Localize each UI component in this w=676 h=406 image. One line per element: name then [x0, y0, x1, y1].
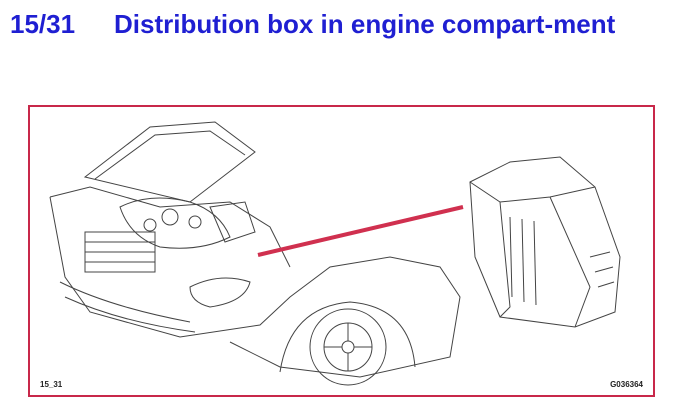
open-hood	[83, 121, 256, 203]
wheel-arch	[279, 301, 416, 373]
engine-bay-illustration	[49, 121, 621, 386]
front-wheel	[309, 308, 387, 386]
illustration-frame: 15_31 G036364	[28, 105, 655, 397]
section-number: 15/31	[10, 9, 76, 39]
headlight	[189, 277, 251, 308]
distribution-box	[469, 156, 621, 328]
engine-block	[119, 197, 231, 249]
pointer-line	[257, 205, 464, 257]
figure-code-left: 15_31	[40, 380, 63, 389]
figure-code-right: G036364	[610, 380, 643, 389]
page-heading: 15/31 Distribution box in engine compart…	[0, 0, 676, 90]
section-title: Distribution box in engine compart-ment	[114, 9, 616, 39]
